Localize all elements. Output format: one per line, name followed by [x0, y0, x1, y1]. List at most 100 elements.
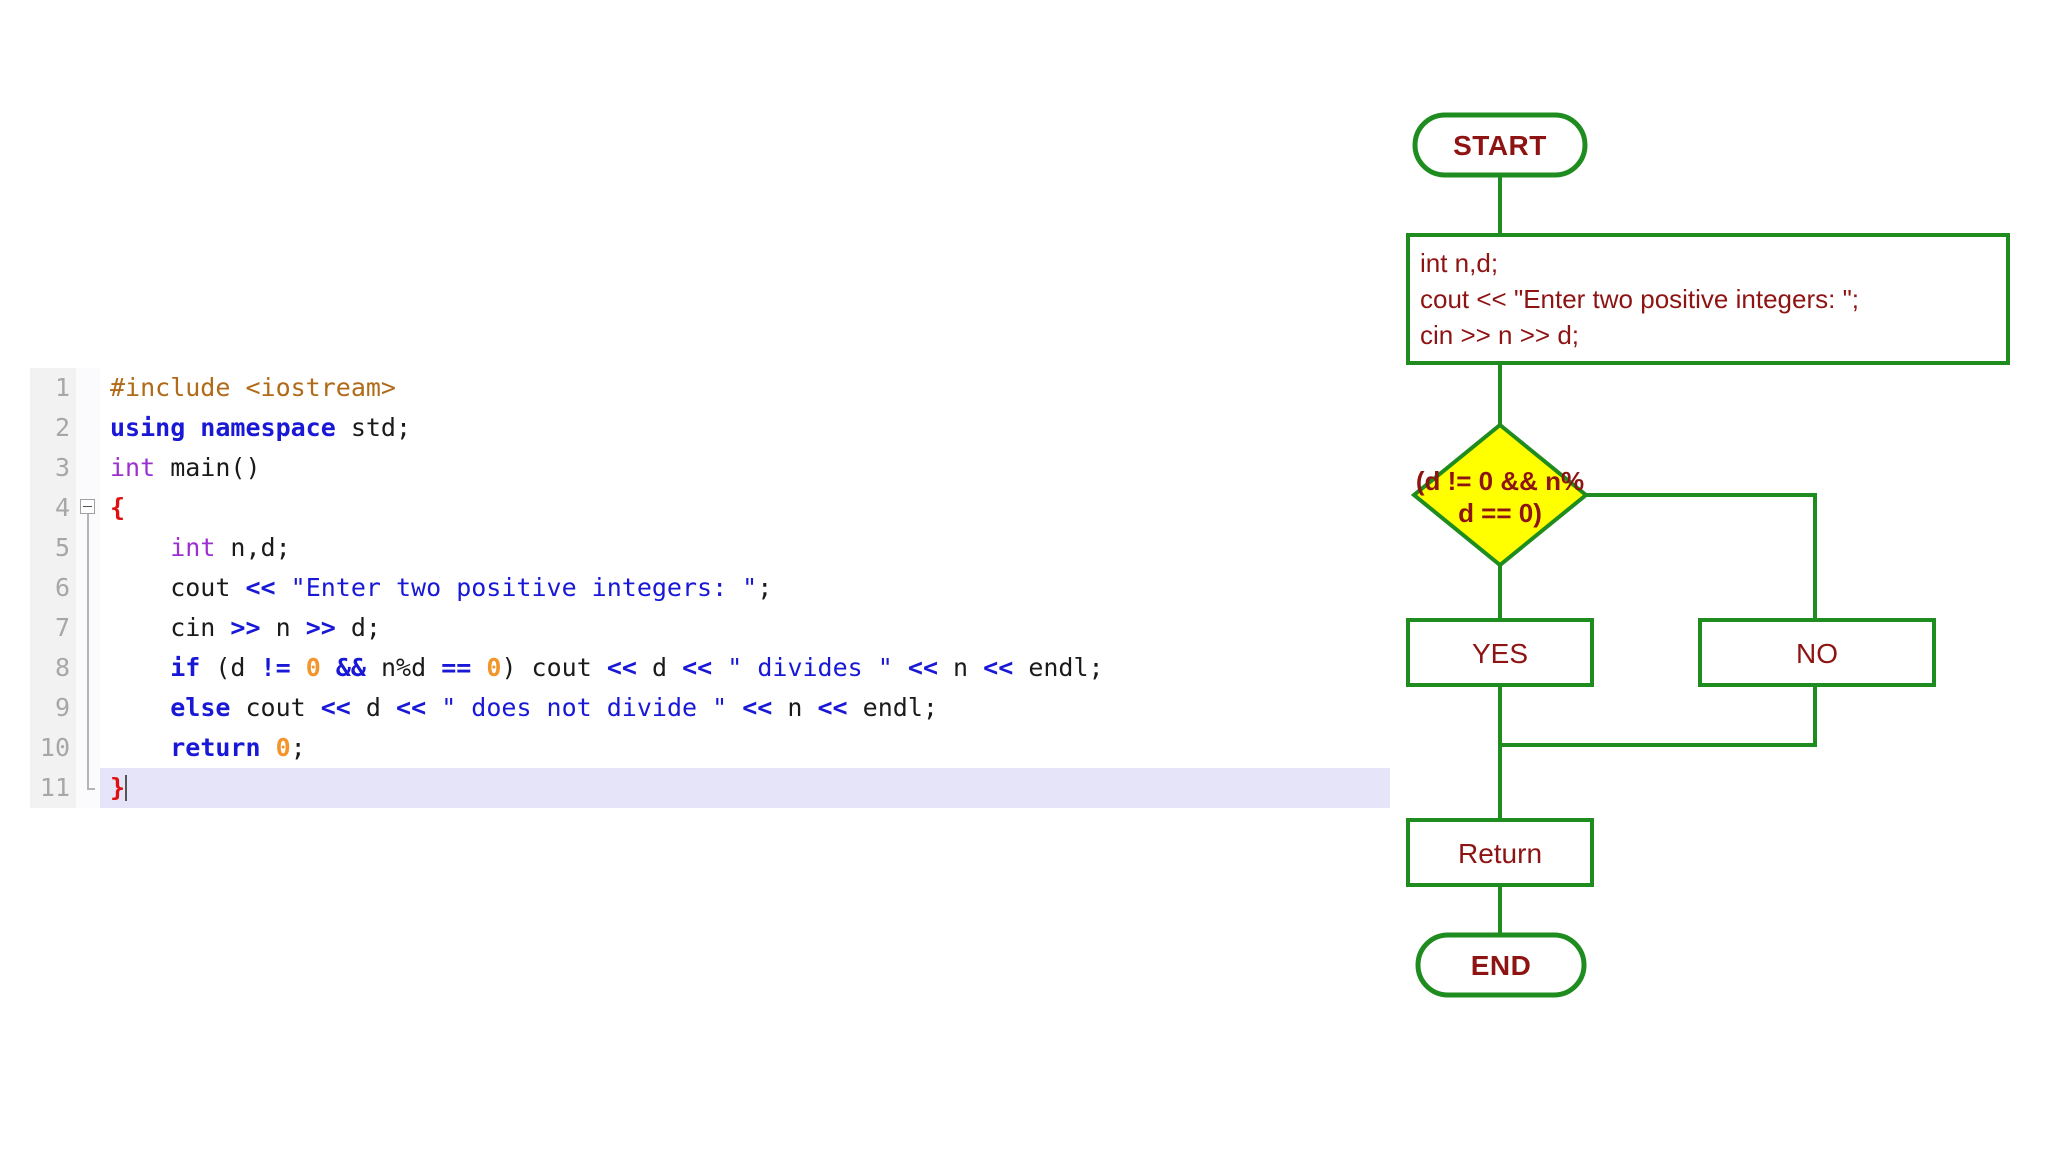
- code-token: if: [170, 653, 201, 682]
- fold-guide-line: [87, 568, 89, 608]
- code-token: endl;: [847, 693, 938, 722]
- code-token: #include: [110, 373, 246, 402]
- code-token: >>: [305, 613, 336, 642]
- code-token: using namespace: [110, 413, 351, 442]
- code-line[interactable]: 5 int n,d;: [30, 528, 1390, 568]
- code-token: }: [110, 773, 126, 802]
- code-line-text[interactable]: }: [100, 768, 1390, 808]
- code-line-text[interactable]: if (d != 0 && n%d == 0) cout << d << " d…: [100, 648, 1390, 688]
- code-line[interactable]: 8 if (d != 0 && n%d == 0) cout << d << "…: [30, 648, 1390, 688]
- node-yes-shape: [1406, 618, 1594, 687]
- code-token: <<: [320, 693, 351, 722]
- code-token: ==: [441, 653, 472, 682]
- code-line-text[interactable]: return 0;: [100, 728, 1390, 768]
- code-token: [110, 693, 170, 722]
- fold-guide-line: [87, 728, 89, 768]
- code-token: " divides ": [727, 653, 893, 682]
- code-token: endl;: [1013, 653, 1104, 682]
- code-token: d: [350, 693, 397, 722]
- fold-column[interactable]: [76, 528, 100, 568]
- code-line[interactable]: 11}: [30, 768, 1390, 808]
- code-token: 0: [305, 653, 321, 682]
- flowchart-diagram: START int n,d;cout << "Enter two positiv…: [1400, 95, 2030, 1085]
- code-token: n%d: [365, 653, 442, 682]
- code-line-text[interactable]: cout << "Enter two positive integers: ";: [100, 568, 1390, 608]
- code-line[interactable]: 9 else cout << d << " does not divide " …: [30, 688, 1390, 728]
- code-token: n: [260, 613, 306, 642]
- code-line-text[interactable]: {: [100, 488, 1390, 528]
- code-line[interactable]: 1#include <iostream>: [30, 368, 1390, 408]
- flowchart-connectors: [1498, 175, 1817, 935]
- code-token: n: [772, 693, 818, 722]
- code-line[interactable]: 4{: [30, 488, 1390, 528]
- code-token: <<: [817, 693, 848, 722]
- code-token: "Enter two positive integers: ": [290, 573, 758, 602]
- code-token: n: [938, 653, 984, 682]
- code-token: int: [110, 453, 156, 482]
- code-token: [426, 693, 441, 722]
- code-token: <<: [983, 653, 1014, 682]
- fold-guide-line: [87, 528, 89, 568]
- code-line-text[interactable]: using namespace std;: [100, 408, 1390, 448]
- code-token: int: [170, 533, 216, 562]
- fold-column[interactable]: [76, 448, 100, 488]
- code-token: ;: [757, 573, 773, 602]
- code-line[interactable]: 6 cout << "Enter two positive integers: …: [30, 568, 1390, 608]
- code-token: !=: [260, 653, 291, 682]
- code-line[interactable]: 10 return 0;: [30, 728, 1390, 768]
- code-line[interactable]: 2 using namespace std;: [30, 408, 1390, 448]
- code-line-text[interactable]: int main(): [100, 448, 1390, 488]
- code-token: " does not divide ": [441, 693, 728, 722]
- code-token: <<: [245, 573, 276, 602]
- code-token: <<: [682, 653, 713, 682]
- code-token: 0: [275, 733, 291, 762]
- code-token: 0: [486, 653, 502, 682]
- code-token: main(): [155, 453, 261, 482]
- code-token: <<: [907, 653, 938, 682]
- line-number: 9: [30, 688, 76, 728]
- code-editor[interactable]: 1#include <iostream>2 using namespace std…: [30, 368, 1390, 808]
- fold-collapse-icon[interactable]: [80, 499, 95, 514]
- line-number: 8: [30, 648, 76, 688]
- code-token: [110, 653, 170, 682]
- line-number: 11: [30, 768, 76, 808]
- fold-column[interactable]: [76, 408, 100, 448]
- line-number: 7: [30, 608, 76, 648]
- code-token: (d: [200, 653, 261, 682]
- code-line-text[interactable]: cin >> n >> d;: [100, 608, 1390, 648]
- code-token: cout: [230, 693, 321, 722]
- fold-column[interactable]: [76, 488, 100, 528]
- fold-guide-line: [87, 648, 89, 688]
- line-number: 10: [30, 728, 76, 768]
- line-number: 5: [30, 528, 76, 568]
- flowchart-svg: [1406, 112, 2010, 998]
- code-line-text[interactable]: else cout << d << " does not divide " <<…: [100, 688, 1390, 728]
- code-token: return: [170, 733, 261, 762]
- connector-merge-yes-no: [1498, 685, 1817, 747]
- code-token: <<: [396, 693, 427, 722]
- fold-column[interactable]: [76, 368, 100, 408]
- code-token: else: [170, 693, 231, 722]
- code-line[interactable]: 7 cin >> n >> d;: [30, 608, 1390, 648]
- code-line-text[interactable]: #include <iostream>: [100, 368, 1390, 408]
- fold-guide-line: [87, 608, 89, 648]
- node-decision-shape: [1410, 422, 1590, 568]
- code-token: {: [110, 493, 126, 522]
- code-token: [471, 653, 486, 682]
- fold-column[interactable]: [76, 648, 100, 688]
- fold-column[interactable]: [76, 688, 100, 728]
- node-no-shape: [1698, 618, 1936, 687]
- code-token: [110, 533, 170, 562]
- fold-column[interactable]: [76, 768, 100, 808]
- line-number: 2: [30, 408, 76, 448]
- code-token: >>: [230, 613, 261, 642]
- code-token: [727, 693, 742, 722]
- code-line-text[interactable]: int n,d;: [100, 528, 1390, 568]
- fold-column[interactable]: [76, 608, 100, 648]
- fold-column[interactable]: [76, 568, 100, 608]
- code-token: [321, 653, 336, 682]
- code-token: [893, 653, 908, 682]
- code-token: cout: [110, 573, 246, 602]
- fold-column[interactable]: [76, 728, 100, 768]
